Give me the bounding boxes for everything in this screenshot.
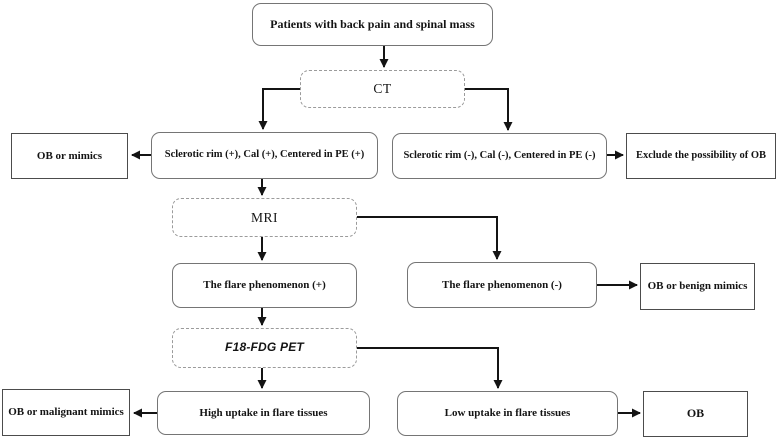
node-patients: Patients with back pain and spinal mass <box>252 3 493 46</box>
node-sclerotic-positive: Sclerotic rim (+), Cal (+), Centered in … <box>151 132 378 179</box>
node-sclerotic-negative: Sclerotic rim (-), Cal (-), Centered in … <box>392 133 607 179</box>
node-flare-positive: The flare phenomenon (+) <box>172 263 357 308</box>
node-high-uptake: High uptake in flare tissues <box>157 391 370 435</box>
node-ob: OB <box>643 391 748 437</box>
node-flare-negative: The flare phenomenon (-) <box>407 262 597 308</box>
node-ct: CT <box>300 70 465 108</box>
node-mri: MRI <box>172 198 357 237</box>
arrow-ct-to-sclerotic-negative <box>465 88 513 131</box>
arrow-pet-to-low-uptake <box>357 347 503 389</box>
node-low-uptake: Low uptake in flare tissues <box>397 391 618 436</box>
node-ob-benign-mimics: OB or benign mimics <box>640 263 755 310</box>
node-ob-or-mimics: OB or mimics <box>11 133 128 179</box>
node-exclude-ob: Exclude the possibility of OB <box>626 133 776 179</box>
arrow-mri-to-flare-negative <box>357 216 502 260</box>
arrow-ct-to-sclerotic-positive <box>258 88 300 130</box>
node-f18-fdg-pet: F18-FDG PET <box>172 328 357 368</box>
node-ob-malignant-mimics: OB or malignant mimics <box>2 389 130 436</box>
